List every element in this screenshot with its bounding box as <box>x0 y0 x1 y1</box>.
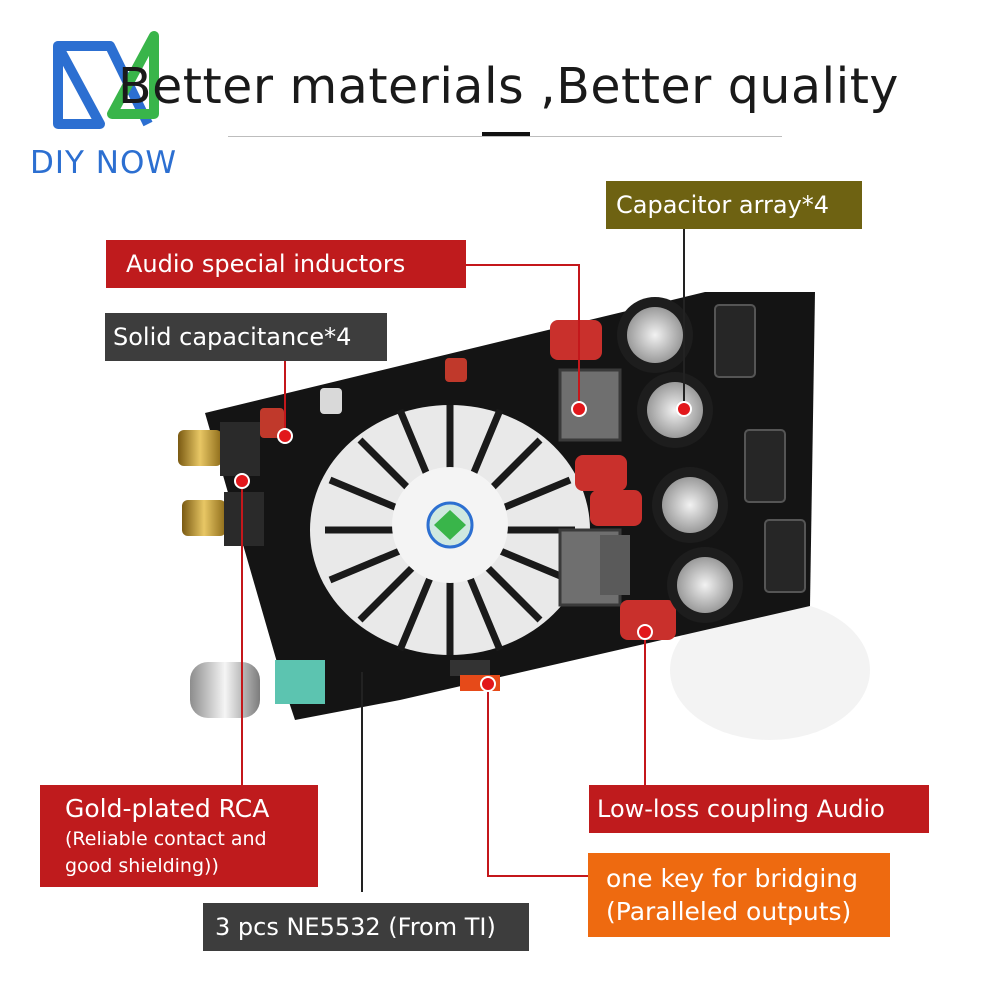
brand-logo-icon <box>53 31 159 129</box>
callout-solid-capacitance-text: Solid capacitance*4 <box>113 323 352 351</box>
callout-bridging-line2: (Paralleled outputs) <box>606 897 852 926</box>
marker-bridging <box>480 676 496 692</box>
marker-capacitor-array <box>676 401 692 417</box>
leader-bridging-h <box>487 875 588 877</box>
callout-capacitor-array-text: Capacitor array*4 <box>616 191 830 219</box>
callout-gold-rca: Gold-plated RCA (Reliable contact and go… <box>40 785 318 887</box>
leader-inductors-v <box>578 264 580 402</box>
rca-jacks <box>178 422 264 546</box>
marker-inductors <box>571 401 587 417</box>
amplifier-board-photo <box>178 292 870 740</box>
terminal-blocks <box>714 304 806 593</box>
marker-solid-cap <box>277 428 293 444</box>
electrolytic-capacitors <box>617 297 743 623</box>
callout-gold-rca-title: Gold-plated RCA <box>65 794 270 823</box>
film-capacitors <box>550 320 676 640</box>
title-accent-bar <box>482 132 530 136</box>
callout-audio-inductors: Audio special inductors <box>106 240 466 288</box>
leader-inductors-h <box>466 264 579 266</box>
callout-gold-rca-line1: (Reliable contact and <box>65 828 267 850</box>
callout-ne5532-text: 3 pcs NE5532 (From TI) <box>215 913 496 941</box>
callout-bridging: one key for bridging (Paralleled outputs… <box>588 853 890 937</box>
leader-gold-rca <box>241 486 243 785</box>
leader-bridging-v <box>487 690 489 876</box>
inductors <box>558 368 630 607</box>
callout-audio-inductors-text: Audio special inductors <box>126 250 406 278</box>
callout-solid-capacitance: Solid capacitance*4 <box>105 313 387 361</box>
marker-low-loss <box>637 624 653 640</box>
page-title: Better materials ,Better quality <box>118 58 899 115</box>
callout-bridging-line1: one key for bridging <box>606 864 858 893</box>
callout-capacitor-array: Capacitor array*4 <box>606 181 862 229</box>
leader-low-loss <box>644 638 646 785</box>
leader-ne5532 <box>361 672 363 892</box>
table-shadow <box>670 600 870 740</box>
title-divider <box>228 136 782 137</box>
callout-gold-rca-line2: good shielding)) <box>65 855 219 877</box>
opamp-socket <box>450 660 490 676</box>
callout-low-loss-text: Low-loss coupling Audio <box>597 795 885 823</box>
heatsink <box>310 405 590 655</box>
brand-name: DIY NOW <box>30 145 178 181</box>
leader-solid-cap <box>284 361 286 431</box>
leader-capacitor-array <box>683 229 685 401</box>
callout-ne5532: 3 pcs NE5532 (From TI) <box>203 903 529 951</box>
marker-gold-rca <box>234 473 250 489</box>
callout-low-loss: Low-loss coupling Audio <box>589 785 929 833</box>
